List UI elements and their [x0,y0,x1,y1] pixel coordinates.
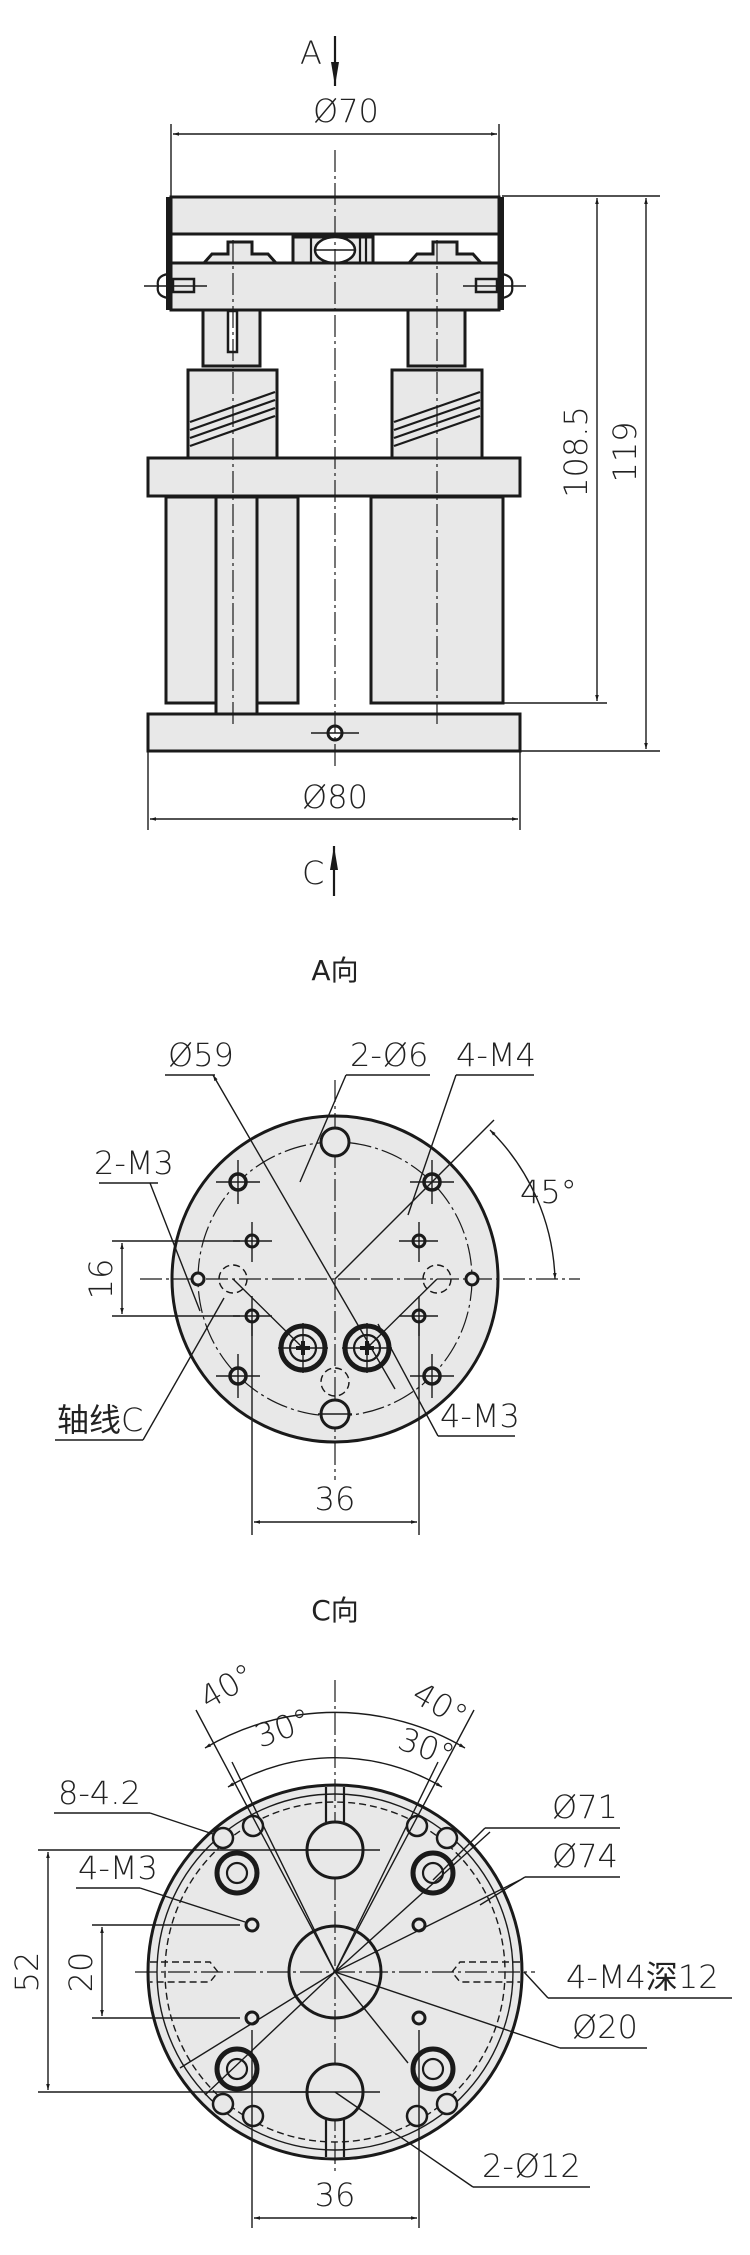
label-36-a: 36 [315,1480,356,1518]
dim-height-total: 119 [606,421,644,482]
dim-height-inner: 108.5 [557,406,595,498]
side-view: A Ø70 [144,34,660,896]
label-c-4-m3: 4-M3 [78,1849,158,1887]
section-c-label: C [302,854,324,892]
label-52: 52 [8,1952,46,1993]
label-d20: Ø20 [572,2008,638,2046]
label-2-m3: 2-M3 [94,1144,174,1182]
view-a: A向 [55,954,580,1535]
label-4-m3: 4-M3 [440,1397,520,1435]
label-8-4-2: 8-4.2 [58,1774,141,1812]
section-a-arrow-icon [331,62,339,86]
c-fittings [214,1850,456,2092]
label-d71: Ø71 [552,1788,618,1826]
label-36-c: 36 [315,2176,356,2214]
section-a-label: A [300,34,322,72]
label-pcd-59: Ø59 [168,1036,234,1074]
view-a-title: A向 [311,954,358,987]
label-20: 20 [62,1952,100,1993]
label-16: 16 [82,1259,120,1300]
bolt-left [200,240,280,265]
label-2-phi12: 2-Ø12 [482,2147,581,2185]
label-45-deg: 45° [520,1173,577,1211]
label-d74: Ø74 [552,1837,618,1875]
m3-holes [190,1222,480,1336]
dim-top-width: Ø70 [313,92,379,130]
guide-rod [214,495,259,716]
dim-bottom-width: Ø80 [302,778,368,816]
label-40-left: 40° [193,1656,261,1717]
view-c-title: C向 [311,1594,359,1627]
label-2-phi6: 2-Ø6 [350,1036,428,1074]
view-c: C向 [8,1594,732,2228]
section-c-arrow-icon [330,846,338,870]
bolt-right [405,240,485,265]
middle-plate [146,456,522,498]
holes-4-2 [211,1814,459,2128]
label-m4-deep: 4-M4深12 [566,1958,719,1996]
label-4-m4: 4-M4 [456,1036,536,1074]
label-axis-c: 轴线C [57,1401,143,1439]
label-30-left: 30° [250,1700,316,1755]
